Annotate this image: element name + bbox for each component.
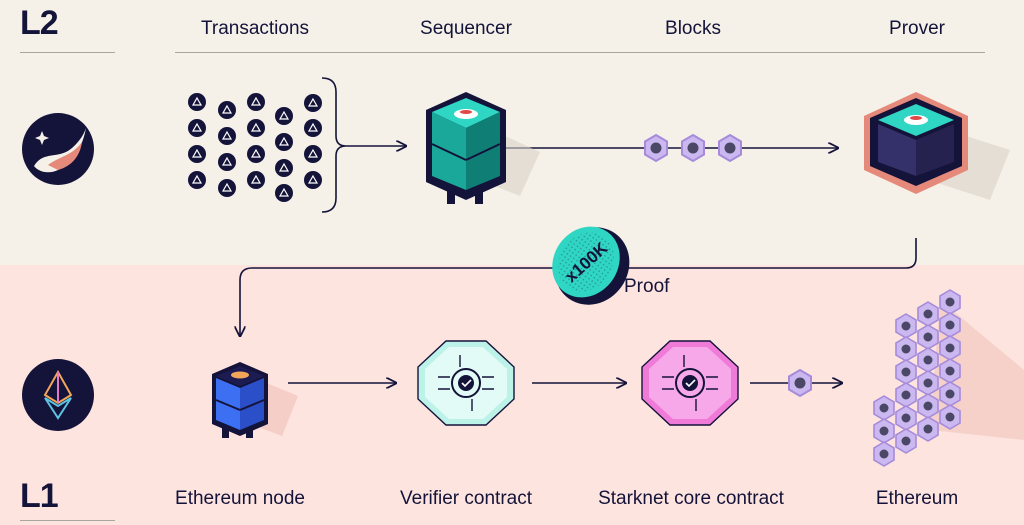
transaction-icon (247, 171, 265, 189)
l2-section (0, 0, 1024, 265)
transaction-icon (304, 171, 322, 189)
transaction-icon (247, 93, 265, 111)
transaction-icon (275, 184, 293, 202)
ethereum-node-icon (212, 362, 298, 438)
transactions-title: Transactions (200, 18, 310, 39)
sequencer-node-icon (426, 92, 540, 204)
l2-divider (20, 52, 115, 53)
l2-label: L2 (20, 4, 59, 42)
block-icon (788, 368, 812, 398)
block-icon (718, 133, 742, 163)
starknet-core-contract-icon (641, 340, 739, 426)
starknet-core-contract-title: Starknet core contract (598, 488, 784, 509)
l1-label: L1 (20, 477, 59, 515)
blocks-title: Blocks (665, 18, 721, 39)
transaction-icon (275, 107, 293, 125)
proof-coin-icon: x100K (552, 226, 630, 305)
verifier-contract-title: Verifier contract (400, 488, 532, 509)
batch-brace (321, 77, 347, 213)
prover-node-icon (864, 92, 1010, 200)
transaction-icon (304, 119, 322, 137)
transaction-icon (247, 119, 265, 137)
transactions-grid (188, 93, 322, 202)
transaction-icon (275, 159, 293, 177)
block-icon (681, 133, 705, 163)
header-divider (175, 52, 985, 53)
transaction-icon (275, 133, 293, 151)
proof-label: Proof (624, 276, 670, 297)
transaction-icon (304, 94, 322, 112)
verifier-contract-icon (417, 340, 515, 426)
prover-title: Prover (889, 18, 945, 39)
sequencer-title: Sequencer (420, 18, 512, 39)
transaction-icon (218, 101, 236, 119)
transaction-icon (188, 93, 206, 111)
l1-divider (20, 520, 115, 521)
starknet-logo-icon (22, 113, 94, 185)
transaction-icon (188, 145, 206, 163)
transaction-icon (218, 179, 236, 197)
transaction-icon (188, 171, 206, 189)
transaction-icon (304, 145, 322, 163)
ethereum-node-title: Ethereum node (175, 488, 305, 509)
ethereum-logo-icon (22, 359, 94, 431)
transaction-icon (247, 145, 265, 163)
ethereum-blockchain-icon (873, 289, 1024, 467)
ethereum-title: Ethereum (875, 488, 959, 509)
transaction-icon (218, 153, 236, 171)
transaction-icon (188, 119, 206, 137)
transaction-icon (218, 127, 236, 145)
block-icon (644, 133, 668, 163)
